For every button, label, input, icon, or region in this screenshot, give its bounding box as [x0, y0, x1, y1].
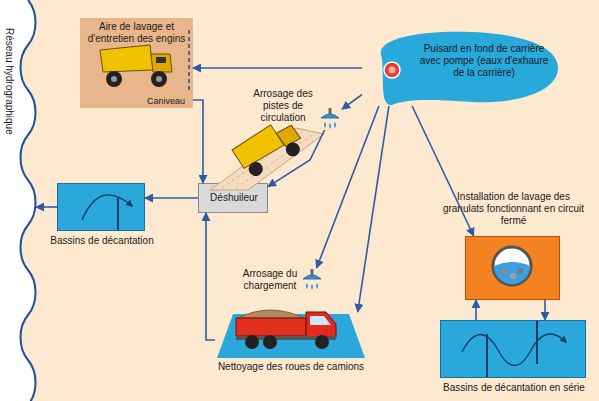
flow-arrow — [193, 100, 203, 183]
truck-cab — [306, 312, 336, 338]
truck-wheel — [283, 140, 302, 159]
node-outline — [381, 32, 558, 105]
truck-load — [238, 310, 304, 318]
water-drop — [311, 284, 313, 290]
node-label: Bassins de décantation — [42, 235, 162, 247]
water-drop — [334, 122, 336, 128]
water-drop — [306, 283, 308, 289]
truck-bed — [230, 124, 285, 169]
truck-bed — [100, 45, 153, 72]
truck-wheel — [263, 335, 277, 349]
water-drop — [329, 123, 331, 129]
node-label: Puisard en fond de carrière avec pompe (… — [414, 43, 554, 79]
truck-wheel — [315, 335, 329, 349]
node-outline — [217, 314, 365, 358]
node-label: Installation de lavage des granulats fon… — [436, 191, 591, 227]
node-label: Arrosage des pistes de circulation — [248, 88, 318, 124]
flow-arrow — [342, 94, 362, 109]
water-drop — [324, 122, 326, 128]
truck-wheel — [106, 71, 122, 87]
washer-drum — [493, 247, 531, 285]
flow-arrow — [206, 213, 215, 340]
truck-hub — [111, 76, 117, 82]
flow-arrow — [145, 197, 198, 199]
flow-arrow — [317, 106, 379, 268]
aggregate-washer: Installation de lavage des granulats fon… — [465, 236, 560, 300]
flow-arrow — [193, 67, 362, 69]
ramp-track — [222, 132, 302, 188]
flow-arrow — [358, 106, 389, 312]
gutter-dashed-line — [188, 30, 190, 90]
truck-wheel — [245, 335, 259, 349]
washer-water — [494, 262, 530, 284]
wheel-wash-platform: Nettoyage des roues de camions — [215, 312, 367, 360]
water-drop — [316, 283, 318, 289]
node-label: Caniveau — [142, 95, 190, 107]
oil-separator-box: Déshuileur — [198, 183, 268, 213]
granule — [517, 268, 523, 274]
sprinkler-head — [321, 114, 339, 118]
flow-arrow — [475, 300, 477, 320]
node-label: Arrosage du chargement — [240, 268, 300, 292]
node-label: Aire de lavage et d'entretien des engins — [82, 21, 191, 45]
flow-arrow — [412, 106, 474, 236]
truck-hub — [156, 76, 162, 82]
settling-basin: Bassins de décantation — [57, 183, 145, 231]
haul-road-ramp — [210, 128, 324, 190]
river-bank-line — [21, 0, 36, 401]
truck-wheel — [151, 71, 167, 87]
truck-window — [156, 57, 166, 63]
node-label: Nettoyage des roues de camions — [206, 361, 376, 373]
truck-cab — [151, 54, 172, 72]
node-shape — [215, 312, 367, 360]
basin-divider — [536, 321, 538, 364]
basin-divider — [486, 334, 488, 377]
truck-chassis — [236, 336, 336, 340]
river-band: Réseau hydrographique — [0, 0, 36, 401]
node-label: Réseau hydrographique — [3, 28, 15, 135]
wash-area-box: Aire de lavage et d'entretien des engins… — [80, 18, 193, 108]
sprinkler-pipe — [311, 269, 314, 275]
pump-symbol — [384, 62, 400, 78]
node-label: Déshuileur — [199, 192, 269, 204]
truck-wheel — [246, 160, 265, 179]
sprinkler-node: Arrosage du chargement — [300, 268, 324, 292]
sprinkler-head — [303, 275, 321, 279]
flow-arrow — [462, 334, 566, 366]
flow-arrow — [82, 195, 132, 220]
truck-window — [310, 316, 331, 325]
flow-arrow — [268, 130, 325, 187]
truck-bed — [236, 318, 306, 336]
ground-area — [21, 0, 599, 401]
sprinkler-node: Arrosage des pistes de circulation — [318, 108, 342, 130]
sump-pool: Puisard en fond de carrière avec pompe (… — [362, 28, 560, 106]
granule — [510, 273, 516, 279]
truck-cab — [276, 124, 300, 147]
basin-divider — [117, 198, 119, 230]
flow-arrow — [544, 300, 546, 320]
pump-core — [389, 67, 396, 74]
flow-arrow — [36, 206, 57, 208]
settling-basins-series: Bassins de décantation en série — [440, 320, 586, 378]
sprinkler-pipe — [329, 108, 332, 114]
ramp-track — [236, 134, 314, 188]
granule — [502, 269, 508, 275]
node-label: Bassins de décantation en série — [436, 382, 592, 394]
